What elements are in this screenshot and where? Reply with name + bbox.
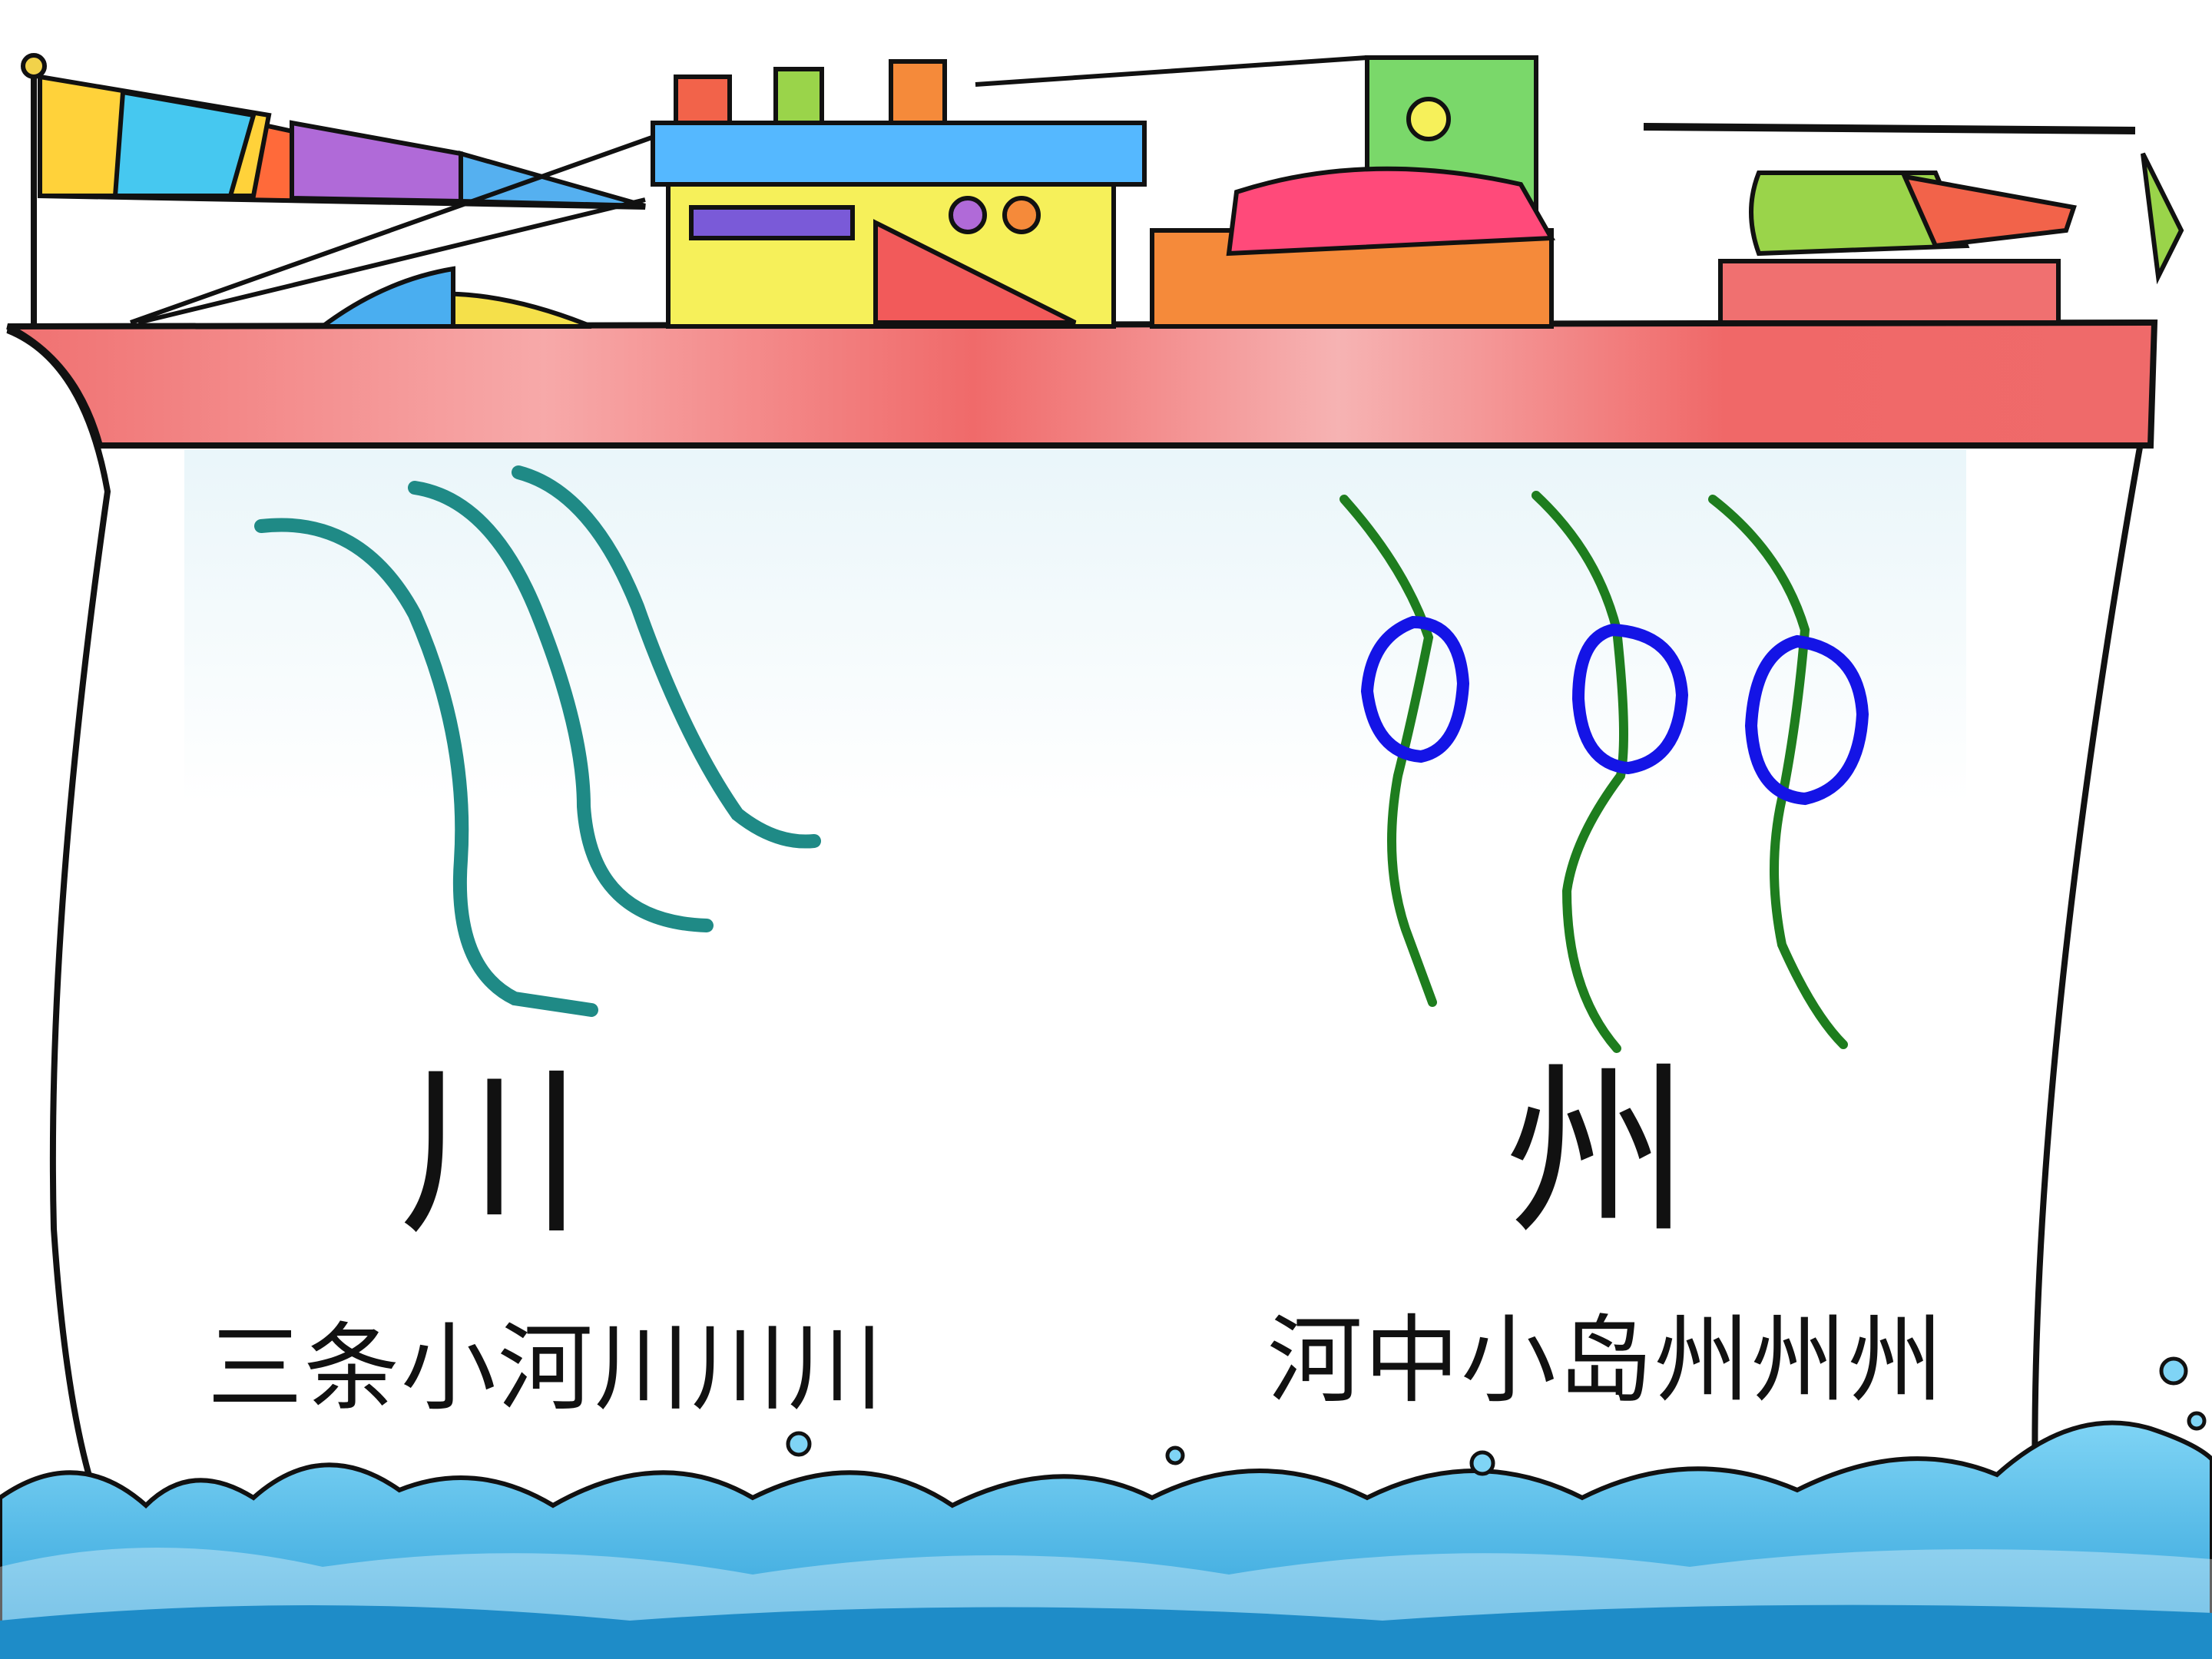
caption-chuan: 三条小河川川川 <box>207 1313 886 1424</box>
river-2 <box>408 481 714 932</box>
deck-structures <box>21 53 2184 329</box>
caption-zhou: 河中小岛州州州 <box>1267 1306 1945 1416</box>
island-1 <box>1360 615 1470 763</box>
island-2 <box>1571 623 1689 775</box>
rivers-with-islands <box>1339 491 1869 1053</box>
three-rivers <box>254 465 821 1017</box>
hull-band <box>6 319 2158 449</box>
island-3 <box>1744 634 1869 806</box>
character-zhou: 州 <box>1505 1045 1690 1260</box>
river-island-2 <box>1532 491 1628 1053</box>
wave-icon <box>0 1356 2212 1659</box>
river-3 <box>512 465 821 849</box>
river-island-1 <box>1339 495 1437 1007</box>
river-1 <box>254 518 598 1017</box>
character-chuan: 川 <box>399 1045 584 1260</box>
helicopter-icon <box>1643 123 2136 325</box>
